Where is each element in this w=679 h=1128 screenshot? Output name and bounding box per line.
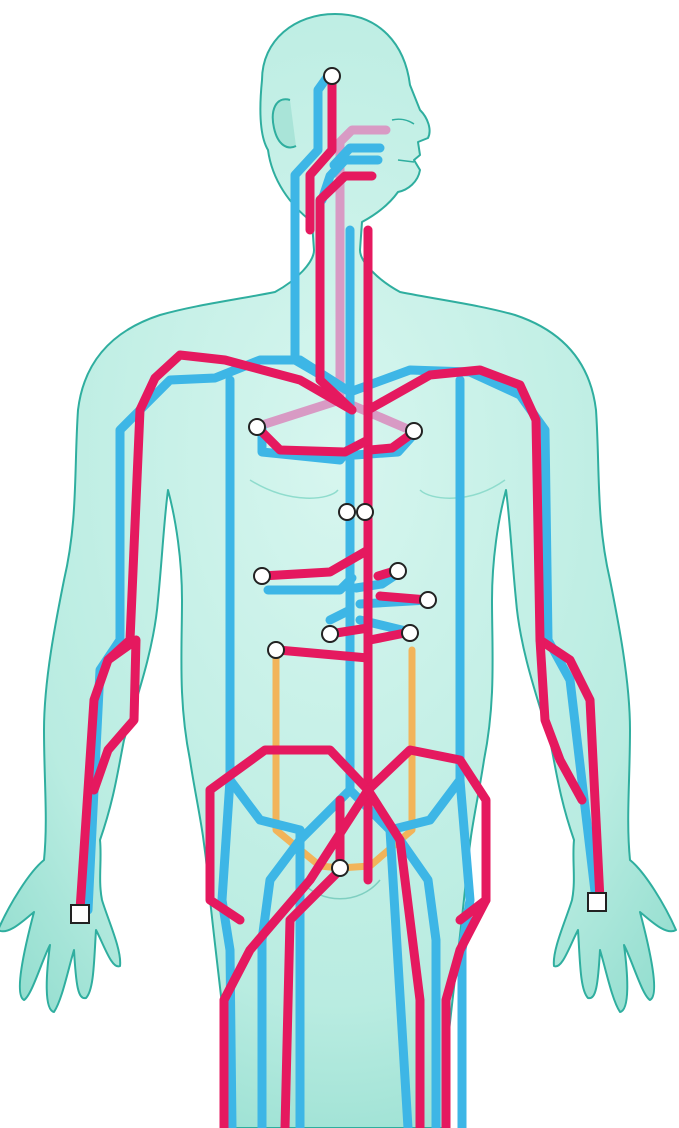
square-terminal: [71, 905, 89, 923]
circle-station: [390, 563, 406, 579]
circle-station: [249, 419, 265, 435]
circle-station: [420, 592, 436, 608]
circle-station: [322, 626, 338, 642]
circle-station: [254, 568, 270, 584]
circle-station: [332, 860, 348, 876]
circle-station: [268, 642, 284, 658]
circle-station: [406, 423, 422, 439]
circle-station: [402, 625, 418, 641]
square-terminal: [588, 893, 606, 911]
circle-station: [324, 68, 340, 84]
